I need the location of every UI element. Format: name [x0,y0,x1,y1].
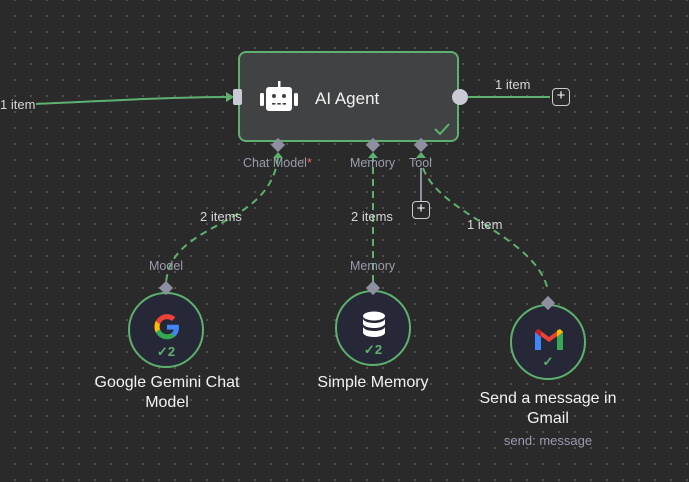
gmail-node[interactable]: ✓ [510,304,586,380]
check-icon: ✓ [156,344,168,359]
gemini-node-name: Google Gemini Chat Model [76,373,258,413]
run-count: ✓2 [130,344,202,360]
chat-model-label-text: Chat Model [243,156,307,170]
gmail-icon [535,329,563,350]
memory-node-name: Simple Memory [317,374,429,391]
run-count-value: 2 [374,342,383,357]
memory-edge-label: 2 items [351,209,393,224]
success-check-icon [434,123,450,135]
gmail-node-subtitle: send: message [503,433,593,448]
output-edge-label: 1 item [495,77,531,92]
gmail-name-line2: Gmail [527,410,569,427]
robot-icon [260,81,298,111]
run-count: ✓2 [337,342,409,358]
chat-model-connection[interactable] [165,156,279,286]
google-gemini-node[interactable]: ✓2 [128,292,204,368]
add-next-node-button[interactable]: + [552,88,570,106]
check-icon: ✓ [363,342,375,357]
run-count: ✓ [512,354,584,370]
ai-agent-node[interactable]: AI Agent [238,51,459,142]
chat-model-arrow [273,152,283,158]
tool-port-label: Tool [409,156,432,170]
gmail-name-line1: Send a message in [479,390,617,407]
run-count-value: 2 [167,344,176,359]
agent-input-handle[interactable] [233,89,242,105]
chat-model-port-label: Chat Model* [243,156,312,170]
chat-model-edge-label: 2 items [200,209,242,224]
simple-memory-node[interactable]: ✓2 [335,290,411,366]
gmail-node-name: Send a message in Gmail [466,389,630,429]
tool-arrow [416,152,426,158]
check-icon: ✓ [542,354,554,369]
input-arrow [226,92,234,102]
agent-title: AI Agent [315,89,380,108]
input-connection[interactable] [35,96,227,105]
gemini-name-line1: Google Gemini Chat [94,374,240,391]
google-icon [154,314,179,340]
required-marker: * [306,156,312,170]
tool-connection[interactable] [422,167,549,291]
tool-edge-label: 1 item [467,217,503,232]
agent-output-handle[interactable] [452,89,468,105]
input-edge-label: 1 item [0,97,36,112]
add-tool-button[interactable]: + [412,201,430,219]
memory-arrow [368,152,378,158]
gemini-name-line2: Model [145,394,189,411]
database-icon [363,311,385,337]
memory-port-label: Memory [350,156,396,170]
memory-node-port-label: Memory [350,259,396,273]
gemini-port-label: Model [149,259,184,273]
